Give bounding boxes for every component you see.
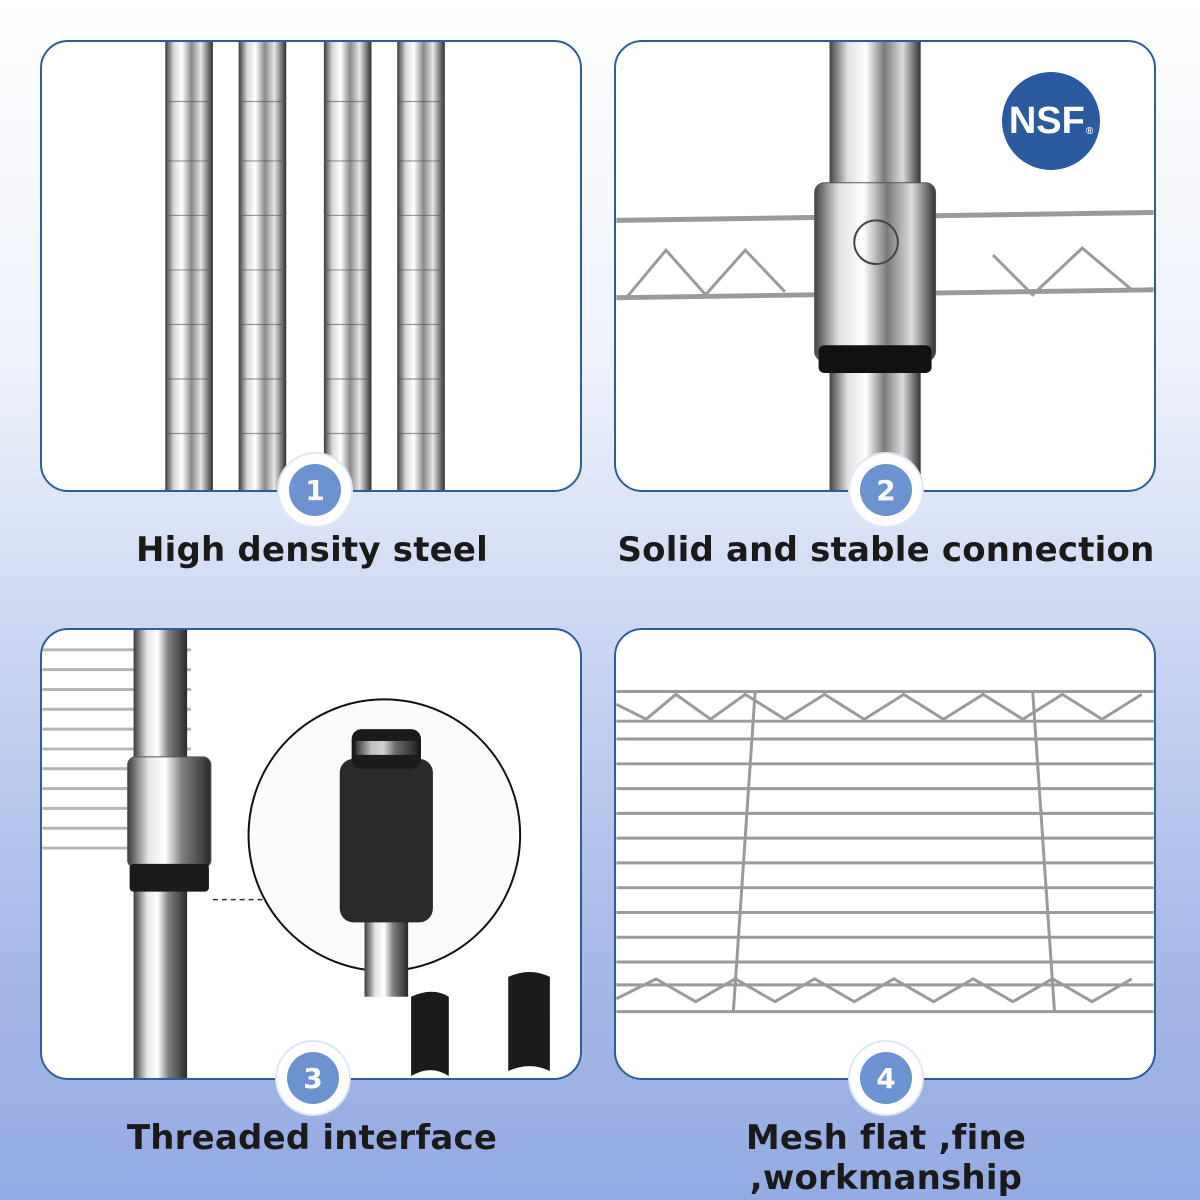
badge-number: 4 <box>860 1052 912 1104</box>
wire-mesh-image <box>616 689 1154 1014</box>
steel-poles-image <box>165 42 445 490</box>
feature-badge-1: 1 <box>279 454 351 526</box>
feature-badge-3: 3 <box>277 1042 349 1114</box>
feature-panel-2: NSF® <box>614 40 1156 492</box>
feature-panel-4 <box>614 628 1156 1080</box>
nsf-logo: NSF® <box>1002 72 1100 170</box>
feature-panel-3 <box>40 628 582 1080</box>
feature-caption-3: Threaded interface <box>126 1118 498 1158</box>
badge-number: 1 <box>289 464 341 516</box>
threaded-interface-image <box>42 630 550 1078</box>
connection-image <box>616 42 1154 490</box>
feature-caption-1: High density steel <box>135 530 489 570</box>
feature-panel-1 <box>40 40 582 492</box>
feature-badge-2: 2 <box>850 454 922 526</box>
registered-mark: ® <box>1085 125 1094 137</box>
feature-caption-4: Mesh flat ,fine ,workmanship <box>745 1118 1027 1198</box>
feature-badge-4: 4 <box>850 1042 922 1114</box>
badge-number: 3 <box>287 1052 339 1104</box>
nsf-logo-text: NSF <box>1008 99 1085 142</box>
badge-number: 2 <box>860 464 912 516</box>
feature-caption-2: Solid and stable connection <box>617 530 1155 570</box>
